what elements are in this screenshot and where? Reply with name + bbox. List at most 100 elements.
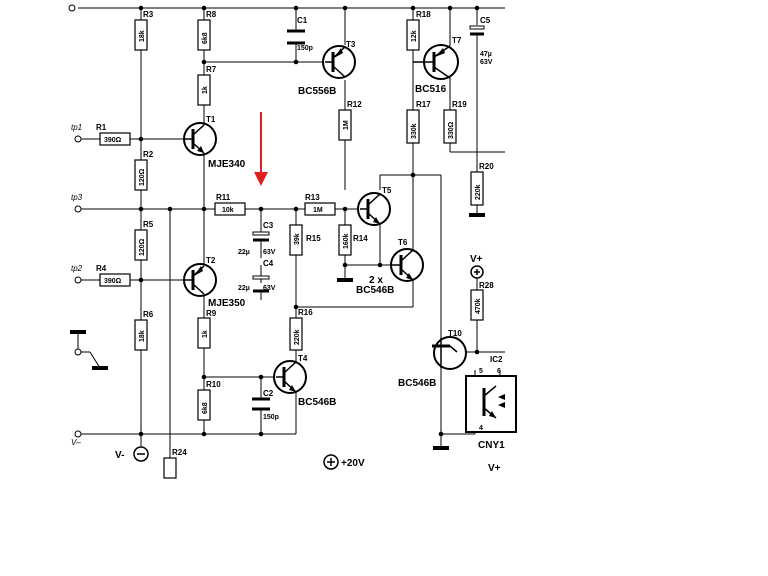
- plus20-label: +20V: [341, 458, 365, 469]
- r11-value: 10k: [222, 207, 234, 214]
- tp3-label: tp3: [71, 193, 83, 202]
- r19-value: 330Ω: [448, 121, 455, 139]
- c3-ref: C3: [263, 221, 274, 230]
- resistor-r16: 220k R16: [289, 308, 313, 351]
- transistor-t4: T4 BC546B: [273, 354, 336, 408]
- r15-ref: R15: [306, 234, 321, 243]
- resistor-r24: R24: [163, 448, 187, 479]
- resistor-r11: 10k R11: [214, 193, 246, 216]
- r9-value: 1k: [202, 330, 209, 338]
- r11-ref: R11: [216, 193, 231, 202]
- transistors: T1 MJE340 T2 MJE350 T3 BC556B: [183, 36, 467, 408]
- probe-top: [68, 4, 76, 12]
- r16-ref: R16: [298, 308, 313, 317]
- r15-value: 39k: [294, 233, 301, 245]
- r8-ref: R8: [206, 10, 217, 19]
- r24-ref: R24: [172, 448, 187, 457]
- resistor-r18: 12k R18: [406, 10, 431, 51]
- t7-ref: T7: [452, 36, 462, 45]
- transistor-t3: T3 BC556B: [298, 40, 356, 97]
- tp2-label: tp2: [71, 264, 83, 273]
- t4-ref: T4: [298, 354, 308, 363]
- resistor-r15: 39k R15: [289, 224, 321, 256]
- resistors: 18k R3 120Ω R2 120Ω R5 18k R6 390Ω R1 39…: [96, 10, 494, 479]
- transistor-t7: T7 BC516: [413, 36, 462, 95]
- t10-part: BC546B: [398, 378, 436, 389]
- c5-ref: C5: [480, 16, 491, 25]
- r5-ref: R5: [143, 220, 154, 229]
- r20-ref: R20: [479, 162, 494, 171]
- r28-value: 470k: [475, 298, 482, 314]
- r12-value: 1M: [343, 120, 350, 130]
- vminus-label: V-: [115, 450, 124, 461]
- r13-value: 1M: [313, 207, 323, 214]
- r9-ref: R9: [206, 309, 217, 318]
- t5-ref: T5: [382, 186, 392, 195]
- capacitor-c5: C5 47µ 63V: [469, 16, 493, 66]
- r1-value: 390Ω: [104, 137, 122, 144]
- r18-value: 12k: [411, 30, 418, 42]
- r10-value: 6k8: [202, 402, 209, 414]
- probe-tp3[interactable]: tp3: [71, 193, 83, 213]
- probe-tp2[interactable]: tp2: [71, 264, 83, 284]
- r7-value: 1k: [202, 86, 209, 94]
- r3-ref: R3: [143, 10, 154, 19]
- r17-value: 330k: [411, 123, 418, 139]
- plus20-terminal[interactable]: +20V: [323, 454, 365, 470]
- ic2-part: CNY1: [478, 440, 505, 451]
- c1-ref: C1: [297, 16, 308, 25]
- c3-value: 22µ: [238, 249, 250, 256]
- red-arrow-icon: [254, 112, 268, 186]
- r16-value: 220k: [294, 329, 301, 345]
- t6-part: BC546B: [356, 285, 394, 296]
- r4-value: 390Ω: [104, 278, 122, 285]
- r8-value: 6k8: [202, 32, 209, 44]
- resistor-r10: 6k8 R10: [197, 380, 221, 421]
- r2-ref: R2: [143, 150, 154, 159]
- tp1-label: tp1: [71, 123, 82, 132]
- transistor-t6: T6 2 x BC546B: [356, 175, 424, 296]
- t1-part: MJE340: [208, 159, 246, 170]
- resistor-r6: 18k R6: [134, 310, 154, 351]
- resistor-r5: 120Ω R5: [134, 220, 154, 261]
- probe-tp1[interactable]: tp1: [71, 123, 82, 143]
- capacitor-c3: C3 22µ 63V: [238, 221, 276, 256]
- c1-value: 150p: [297, 45, 313, 52]
- c5-value: 47µ: [480, 51, 492, 58]
- transistor-t1: T1 MJE340: [183, 115, 246, 170]
- junctions: [138, 5, 480, 437]
- r12-ref: R12: [347, 100, 362, 109]
- ic2-pin5: 5: [479, 368, 483, 375]
- c4-voltage: 63V: [263, 285, 276, 292]
- resistor-r28: 470k R28: [470, 281, 494, 321]
- resistor-r9: 1k R9: [197, 309, 217, 349]
- resistor-r12: 1M R12: [338, 100, 362, 141]
- r18-ref: R18: [416, 10, 431, 19]
- c2-ref: C2: [263, 389, 274, 398]
- ground-symbols: [70, 213, 485, 450]
- r10-ref: R10: [206, 380, 221, 389]
- ic2-optocoupler: IC2 5 6 4 CNY1: [465, 355, 517, 451]
- vminus-terminal[interactable]: V-: [115, 446, 149, 462]
- probe-vminus[interactable]: V–: [71, 430, 82, 447]
- r4-ref: R4: [96, 264, 107, 273]
- resistor-r19: 330Ω R19: [443, 100, 467, 144]
- probe-terminals: tp1 tp3 tp2 V–: [68, 4, 83, 447]
- t3-ref: T3: [346, 40, 356, 49]
- t4-part: BC546B: [298, 397, 336, 408]
- r5-value: 120Ω: [139, 238, 146, 256]
- resistor-r17: 330k R17: [406, 100, 431, 144]
- t6-ref: T6: [398, 238, 408, 247]
- r28-ref: R28: [479, 281, 494, 290]
- vplus-terminal[interactable]: V+: [470, 254, 484, 279]
- ic2-pin4: 4: [479, 425, 483, 432]
- r17-ref: R17: [416, 100, 431, 109]
- r14-value: 160k: [343, 233, 350, 249]
- c4-ref: C4: [263, 259, 274, 268]
- ic2-pin6: 6: [497, 368, 501, 375]
- resistor-r2: 120Ω R2: [134, 150, 154, 191]
- ic2-ref: IC2: [490, 355, 503, 364]
- t3-part: BC556B: [298, 86, 336, 97]
- r19-ref: R19: [452, 100, 467, 109]
